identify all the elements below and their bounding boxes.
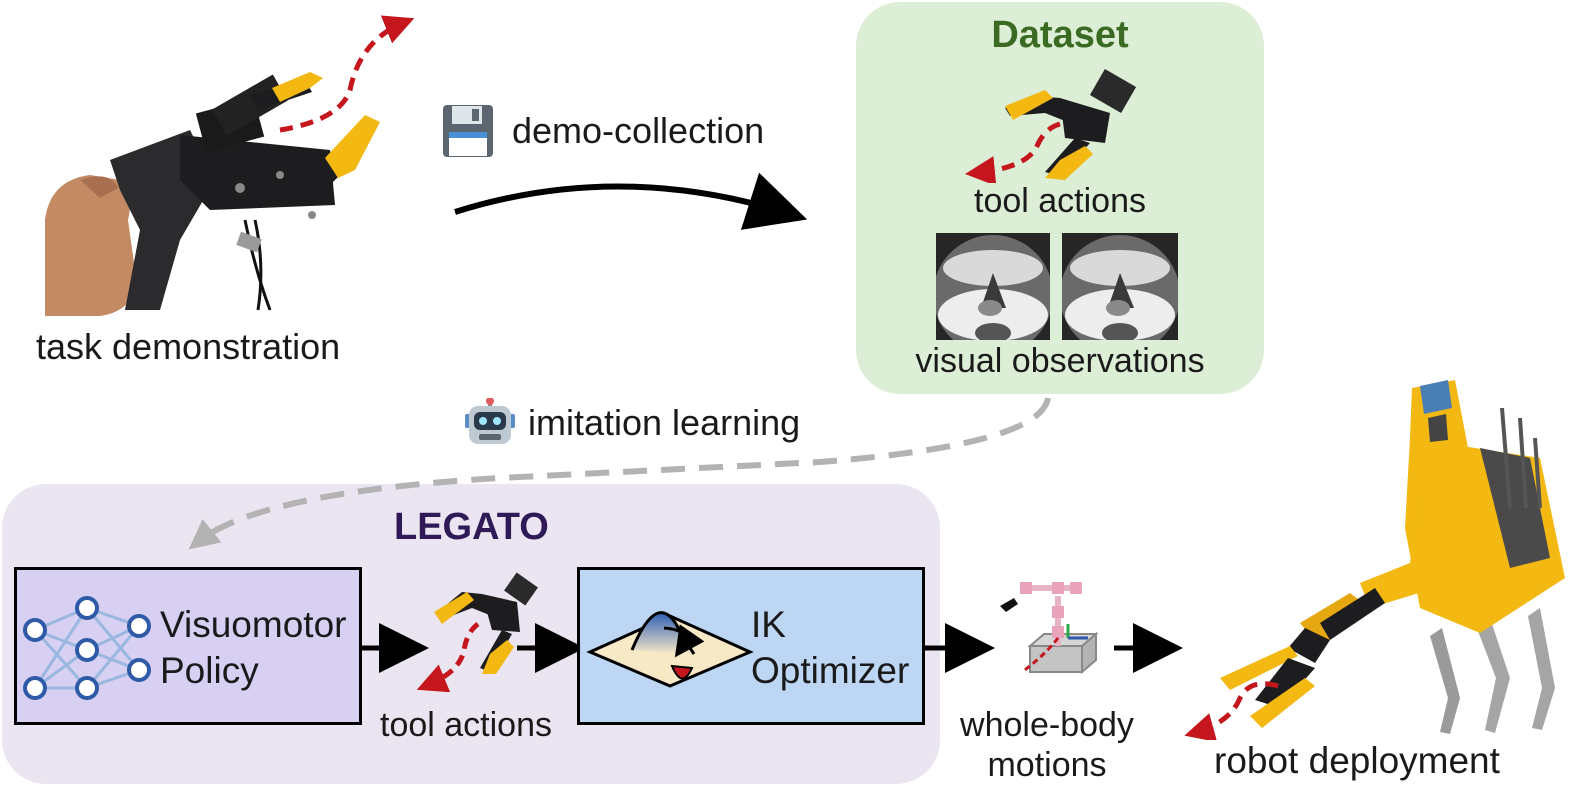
neural-network-icon [23, 596, 151, 700]
imitation-learning-arrow [188, 397, 1051, 550]
dataset-tool-actions-label: tool actions [974, 182, 1146, 220]
demo-collection-label: demo-collection [512, 110, 765, 151]
ik-label-line2: Optimizer [751, 650, 910, 691]
whole-body-label-line1: whole-body [960, 706, 1134, 744]
visual-observation-image [1062, 233, 1178, 340]
quadruped-robot-image [1184, 380, 1565, 740]
optimization-surface-icon [586, 611, 754, 688]
ik-optimizer-block: IK Optimizer [577, 567, 925, 725]
handheld-gripper-image [45, 15, 415, 316]
policy-label-line2: Policy [160, 650, 259, 691]
dataset-title: Dataset [991, 14, 1129, 56]
demo-collection-arrow [454, 172, 808, 230]
visuomotor-policy-block: Visuomotor Policy [14, 567, 362, 725]
imitation-learning-label: imitation learning [528, 402, 801, 443]
whole-body-label-line2: motions [987, 746, 1107, 784]
whole-body-motion-image [1000, 582, 1099, 675]
tool-actions-label: tool actions [380, 706, 552, 744]
ik-label-line1: IK [751, 604, 786, 645]
legato-title: LEGATO [394, 506, 549, 548]
robot-deployment-label: robot deployment [1214, 740, 1500, 781]
visual-observations-label: visual observations [915, 342, 1205, 380]
dataset-panel [856, 2, 1264, 394]
task-demonstration-label: task demonstration [36, 326, 341, 367]
tool-actions-gripper-image [416, 572, 538, 692]
visual-observation-image [936, 233, 1050, 340]
dataset-gripper-image [965, 69, 1137, 183]
robot-face-icon [465, 398, 515, 444]
policy-label-line1: Visuomotor [160, 604, 347, 645]
floppy-disk-icon [443, 105, 493, 157]
